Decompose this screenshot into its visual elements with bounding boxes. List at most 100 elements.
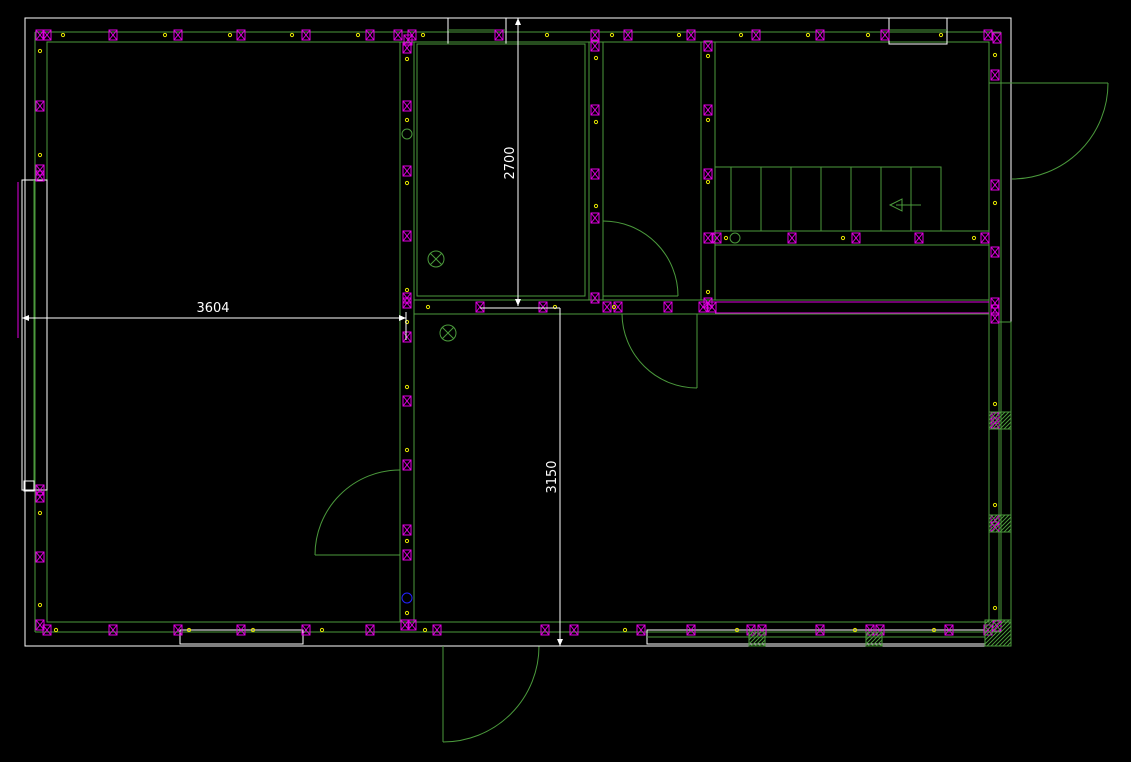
stud-marker (538, 301, 548, 313)
stud-marker (698, 301, 708, 313)
fixture-symbols (23, 128, 741, 604)
stud-marker (494, 29, 504, 41)
stud-marker (703, 104, 713, 116)
stud-marker (569, 624, 579, 636)
stud-marker (402, 331, 412, 343)
dimension-label-corridor: 3150 (545, 460, 560, 493)
stud-marker (402, 459, 412, 471)
stud-marker (402, 42, 412, 54)
anchor-point (162, 32, 168, 38)
anchor-point (931, 627, 937, 633)
anchor-point (37, 602, 43, 608)
anchor-point (404, 610, 410, 616)
dimension-arrow (399, 315, 406, 321)
stud-marker (35, 164, 45, 176)
stud-marker (236, 624, 246, 636)
anchor-point (319, 627, 325, 633)
anchor-point (422, 627, 428, 633)
dimension-labels: 3604 2700 3150 (196, 146, 560, 493)
hatched-posts (748, 411, 1012, 647)
stud-marker (402, 165, 412, 177)
anchor-point (622, 627, 628, 633)
stud-marker (703, 232, 713, 244)
stud-marker (35, 170, 45, 182)
stud-marker (475, 301, 485, 313)
anchor-point (404, 447, 410, 453)
stud-marker (35, 100, 45, 112)
stud-marker (746, 624, 756, 636)
anchor-point (938, 32, 944, 38)
circle-icon (729, 232, 741, 244)
stud-marker (432, 624, 442, 636)
stud-marker (787, 232, 797, 244)
stud-marker (540, 624, 550, 636)
door-living-room (314, 469, 401, 556)
anchor-point (227, 32, 233, 38)
anchor-point (609, 32, 615, 38)
anchor-point (992, 52, 998, 58)
wall-studs (35, 29, 1002, 636)
partition-vertical-right (700, 41, 716, 301)
dimension-arrow (557, 639, 563, 646)
stud-marker (236, 29, 246, 41)
arrow-left-icon (888, 198, 921, 212)
stud-marker (880, 29, 890, 41)
circle-icon (401, 128, 413, 140)
dimension-arrow (22, 315, 29, 321)
stud-marker (402, 297, 412, 309)
doors (314, 82, 1109, 743)
stud-marker (590, 292, 600, 304)
stud-marker (173, 29, 183, 41)
anchor-point (723, 235, 729, 241)
anchor-point (37, 48, 43, 54)
stud-marker (590, 29, 600, 41)
bathroom-room (416, 43, 586, 297)
anchor-point (404, 180, 410, 186)
stud-marker (108, 29, 118, 41)
cross-circle-icon (427, 250, 445, 268)
anchor-point (404, 538, 410, 544)
cross-circle-icon (439, 324, 457, 342)
stud-marker (613, 301, 623, 313)
door-entrance (442, 645, 540, 743)
anchor-point (404, 117, 410, 123)
stud-marker (751, 29, 761, 41)
anchor-point (840, 235, 846, 241)
anchor-point (425, 304, 431, 310)
door-bathroom (602, 220, 679, 297)
stud-marker (301, 624, 311, 636)
stud-marker (590, 168, 600, 180)
window-right-wall (998, 321, 1012, 623)
anchor-points (37, 32, 998, 633)
anchor-point (37, 510, 43, 516)
door-corridor (621, 313, 698, 389)
anchor-point (544, 32, 550, 38)
stud-marker (365, 29, 375, 41)
anchor-point (593, 203, 599, 209)
anchor-point (404, 56, 410, 62)
stud-marker (914, 232, 924, 244)
stud-marker (636, 624, 646, 636)
stud-marker (301, 29, 311, 41)
stud-marker (623, 29, 633, 41)
stud-marker (402, 395, 412, 407)
stud-marker (990, 246, 1000, 258)
stud-marker (173, 624, 183, 636)
stud-marker (590, 40, 600, 52)
anchor-point (420, 32, 426, 38)
circle-icon (401, 592, 413, 604)
staircase-outline (714, 166, 942, 232)
stud-marker (944, 624, 954, 636)
anchor-point (865, 32, 871, 38)
dimension-label-width: 3604 (196, 301, 229, 316)
stud-marker (663, 301, 673, 313)
stud-marker (992, 32, 1002, 44)
anchor-point (53, 627, 59, 633)
stud-marker (686, 624, 696, 636)
socket-icon (23, 480, 35, 492)
stud-marker (42, 29, 52, 41)
anchor-point (705, 179, 711, 185)
stud-marker (990, 179, 1000, 191)
anchor-point (593, 55, 599, 61)
